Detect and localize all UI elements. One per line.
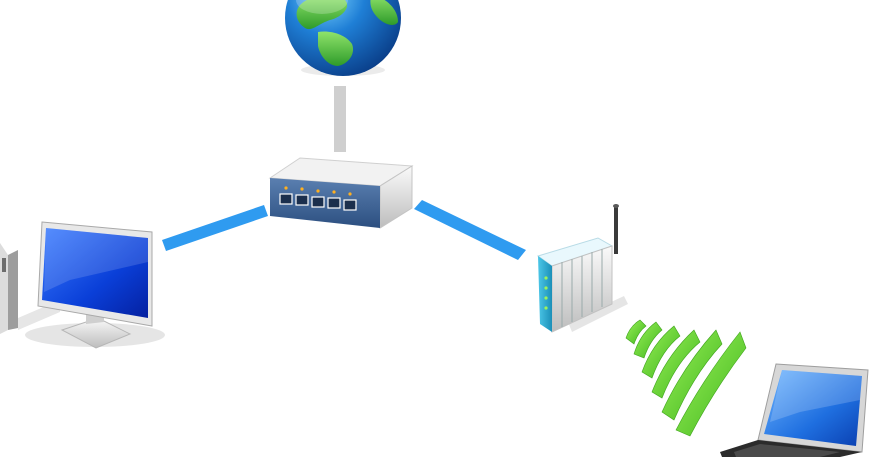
network-switch-icon [268,157,414,229]
globe-icon [285,0,401,76]
link-switch-to-router [414,200,526,260]
desktop-computer-icon [0,221,165,349]
laptop-icon [720,363,869,457]
wifi-signal-icon [625,319,747,437]
wireless-router-icon [536,204,628,333]
link-switch-to-desktop [162,205,268,251]
link-internet-to-switch [334,86,346,152]
